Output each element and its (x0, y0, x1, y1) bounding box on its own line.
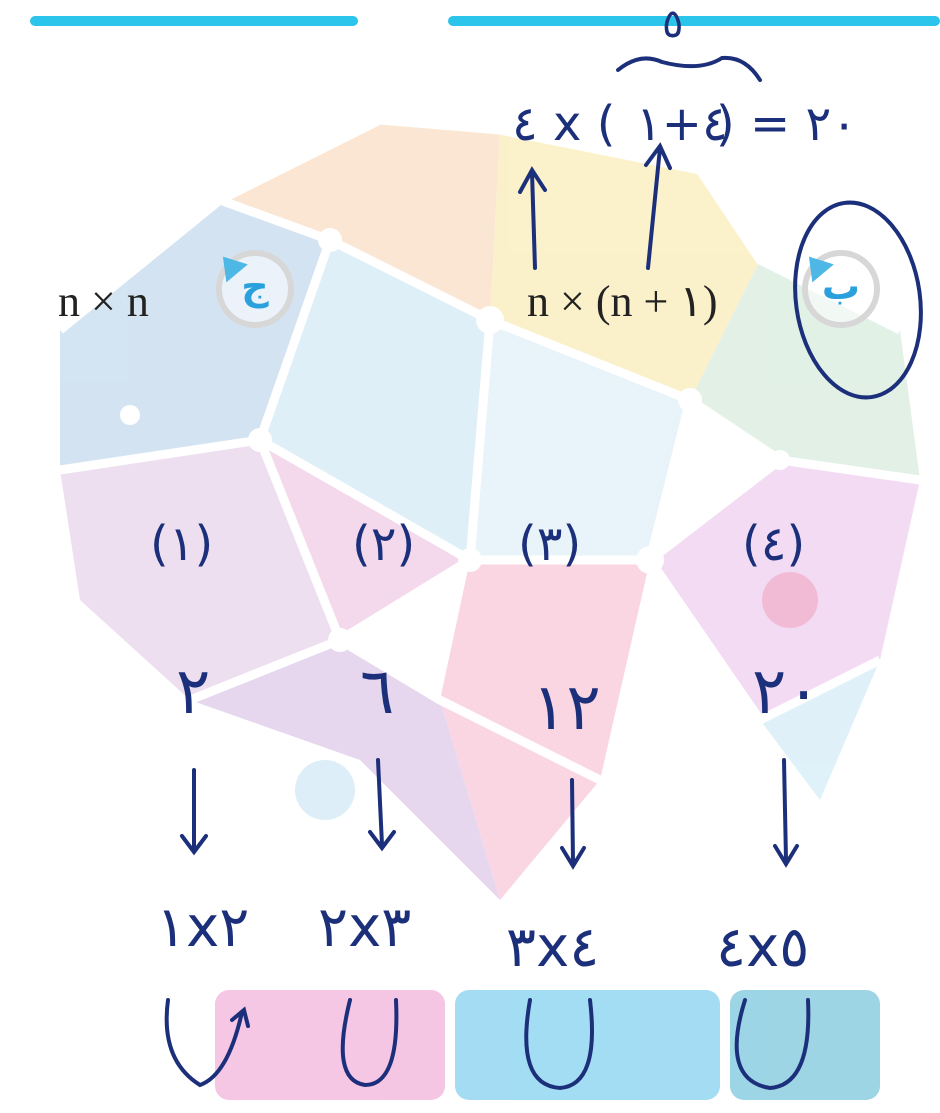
term-index-1: (١) (150, 516, 214, 572)
curl-4 (734, 998, 811, 1091)
option-c-badge[interactable]: ج (212, 247, 294, 328)
arrow-up-2 (644, 142, 672, 270)
arrow-down-2 (368, 758, 396, 852)
term-value-1: ٢ (176, 655, 211, 729)
term-index-4: (٤) (742, 516, 806, 572)
term-index-3: (٣) (518, 516, 582, 572)
term-value-3: ١٢ (532, 671, 601, 745)
equation-right: ) = ٢٠ (716, 96, 858, 152)
arrow-up-1 (518, 166, 547, 270)
header-bar-right (448, 16, 940, 26)
term-value-4: ٢٠ (752, 655, 821, 729)
arrow-down-1 (180, 768, 208, 856)
curl-1 (164, 998, 250, 1088)
option-b-badge[interactable]: ب (798, 247, 880, 328)
term-index-2: (٢) (352, 516, 416, 572)
selection-circle (793, 200, 923, 400)
equation-inner: ٤+١ (636, 96, 728, 152)
term-product-1: ١x٢ (156, 895, 250, 960)
arrow-down-3 (560, 778, 586, 870)
brace-note: ٥ (662, 1, 684, 47)
term-product-4: ٤x٥ (716, 915, 810, 980)
curl-3 (524, 998, 594, 1091)
option-b-formula: n × (n + ١) (527, 277, 718, 326)
option-c-label: ج (241, 264, 269, 308)
arrow-down-4 (773, 758, 799, 868)
term-value-2: ٦ (360, 655, 395, 729)
option-c-formula: n × n (58, 277, 149, 326)
term-product-2: ٢x٣ (318, 895, 412, 960)
option-b-label: ب (821, 264, 861, 308)
term-product-3: ٣x٤ (506, 915, 600, 980)
header-bar-left (30, 16, 358, 26)
equation-left: ٤ x ( (512, 96, 616, 152)
brace-mark (616, 55, 762, 82)
curl-2 (340, 998, 399, 1088)
